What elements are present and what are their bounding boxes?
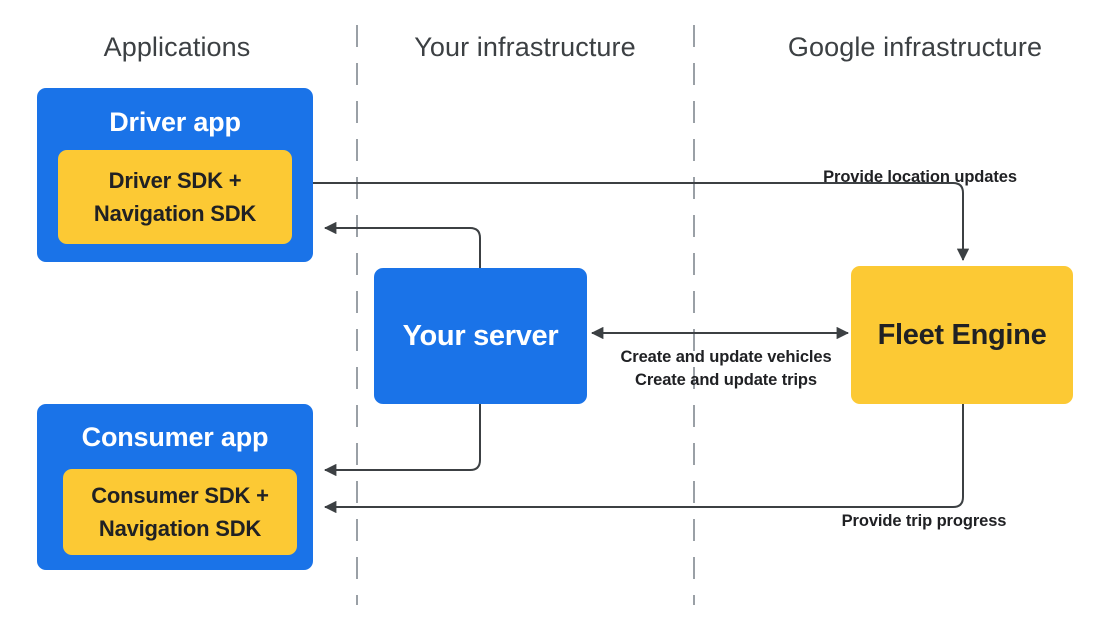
consumer-app-title: Consumer app <box>81 422 269 452</box>
column-header-applications: Applications <box>103 32 251 62</box>
driver-sdk-box[interactable]: Driver SDK + Navigation SDK <box>58 150 292 244</box>
node-your-server[interactable]: Your server <box>374 268 587 404</box>
edge-label-trip-progress: Provide trip progress <box>841 512 1007 530</box>
edge-server-to-consumer-app <box>324 404 481 477</box>
consumer-sdk-label-line1: Consumer SDK + <box>91 483 269 508</box>
edge-label-location-updates: Provide location updates <box>823 168 1017 186</box>
consumer-sdk-label-line2: Navigation SDK <box>98 516 262 541</box>
column-header-google-infrastructure: Google infrastructure <box>787 32 1043 62</box>
column-header-your-infrastructure: Your infrastructure <box>414 32 636 62</box>
edge-server-to-driver-app <box>324 221 481 268</box>
driver-sdk-label-line1: Driver SDK + <box>108 168 242 193</box>
driver-app-title: Driver app <box>109 107 241 137</box>
edge-label-create-update-trips: Create and update trips <box>635 371 817 389</box>
your-server-label: Your server <box>402 319 559 352</box>
driver-sdk-label-line2: Navigation SDK <box>93 201 257 226</box>
node-driver-app[interactable]: Driver app Driver SDK + Navigation SDK <box>37 88 313 262</box>
edge-location-updates <box>305 182 970 261</box>
consumer-sdk-box[interactable]: Consumer SDK + Navigation SDK <box>63 469 297 555</box>
edge-label-create-update-vehicles: Create and update vehicles <box>620 348 832 366</box>
fleet-engine-label: Fleet Engine <box>877 318 1047 351</box>
node-fleet-engine[interactable]: Fleet Engine <box>851 266 1073 404</box>
edge-trip-progress <box>324 404 964 514</box>
node-consumer-app[interactable]: Consumer app Consumer SDK + Navigation S… <box>37 404 313 570</box>
